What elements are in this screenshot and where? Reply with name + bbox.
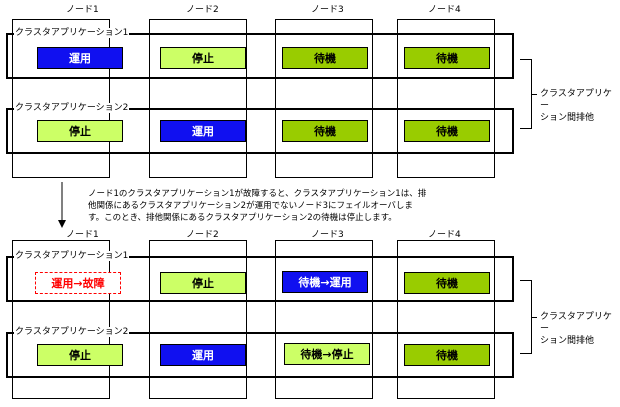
app1-node2-status: 停止: [160, 47, 246, 69]
failover-description: ノード1のクラスタアプリケーション1が故障すると、クラスタアプリケーション1は、…: [88, 189, 427, 223]
node-column-4: [397, 19, 495, 178]
app2-label: クラスタアプリケーション2: [14, 103, 130, 113]
app1-row: [6, 33, 514, 79]
app1-node2-status: 停止: [160, 272, 246, 294]
node-header-2: ノード2: [186, 230, 219, 240]
exclusion-brace-tick: [531, 94, 537, 95]
node-header-2: ノード2: [186, 5, 219, 15]
node-column-2: [149, 19, 247, 178]
app1-node3-status: 待機: [282, 47, 368, 69]
app1-row: [6, 256, 514, 302]
app1-node4-status: 待機: [404, 47, 490, 69]
exclusion-label: クラスタアプリケー ション間排他: [540, 312, 612, 346]
node-column-3: [275, 19, 373, 178]
node-column-1: [12, 19, 110, 178]
down-arrow-icon: [58, 182, 66, 228]
node-header-4: ノード4: [428, 5, 461, 15]
app1-node1-status: 運用: [37, 47, 123, 69]
node-column-2: [149, 240, 247, 399]
node-header-1: ノード1: [66, 230, 99, 240]
app2-node2-status: 運用: [160, 120, 246, 142]
exclusion-brace-tick: [531, 317, 537, 318]
node-header-1: ノード1: [66, 5, 99, 15]
node-column-1: [12, 240, 110, 399]
app2-node3-status: 待機→停止: [284, 343, 370, 365]
app1-node4-status: 待機: [404, 272, 490, 294]
app1-label: クラスタアプリケーション1: [14, 28, 130, 38]
app2-node4-status: 待機: [404, 120, 490, 142]
app2-label: クラスタアプリケーション2: [14, 327, 130, 337]
app2-node2-status: 運用: [160, 344, 246, 366]
app1-node3-status: 待機→運用: [282, 271, 368, 293]
app1-node1-status: 運用→故障: [35, 272, 121, 294]
app2-node4-status: 待機: [404, 344, 490, 366]
app2-row: [6, 332, 514, 378]
exclusion-label: クラスタアプリケー ション間排他: [540, 89, 612, 123]
app2-node1-status: 停止: [37, 120, 123, 142]
app2-node1-status: 停止: [37, 344, 123, 366]
node-header-3: ノード3: [311, 5, 344, 15]
app2-row: [6, 108, 514, 154]
app2-node3-status: 待機: [282, 120, 368, 142]
node-header-3: ノード3: [311, 230, 344, 240]
node-column-4: [397, 240, 495, 399]
app1-label: クラスタアプリケーション1: [14, 251, 130, 261]
node-column-3: [275, 240, 373, 399]
node-header-4: ノード4: [428, 230, 461, 240]
